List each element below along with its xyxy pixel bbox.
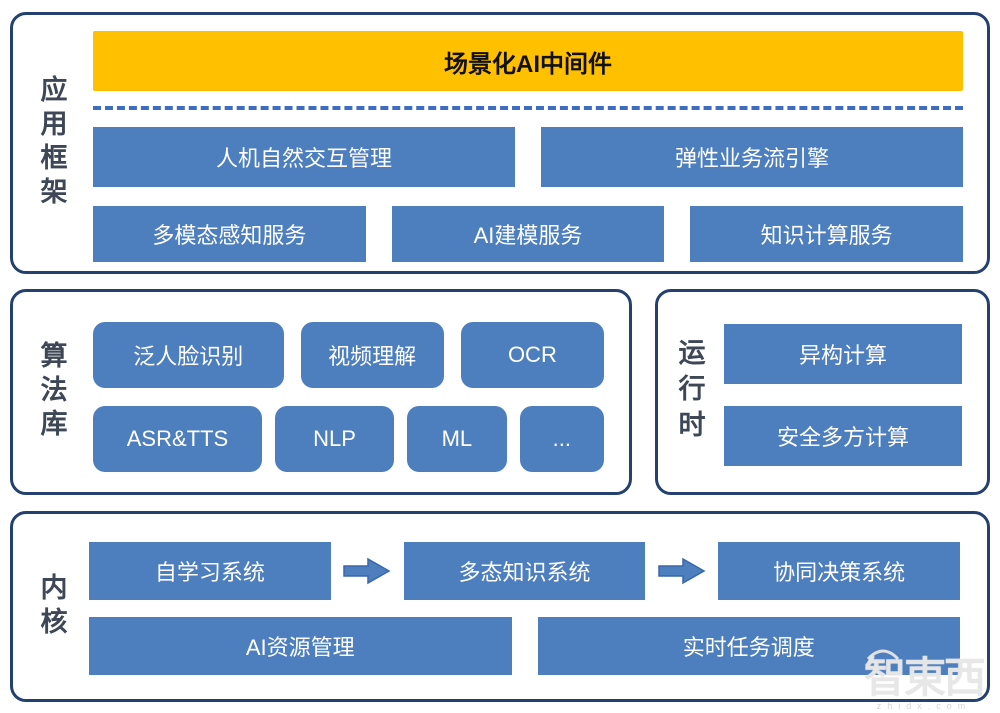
scenario-ai-middleware-banner: 场景化AI中间件 [93,31,963,91]
app-framework-row-2: 多模态感知服务 AI建模服务 知识计算服务 [93,206,964,262]
kernel-row-2: AI资源管理 实时任务调度 [89,617,960,675]
box-self-learning-system: 自学习系统 [89,542,331,600]
box-asr-tts: ASR&TTS [93,406,262,472]
algorithm-row-2: ASR&TTS NLP ML ... [93,406,604,472]
flow-arrow-1 [331,557,404,585]
box-human-machine-interaction-mgmt: 人机自然交互管理 [93,127,515,187]
right-arrow-icon [658,557,706,585]
box-knowledge-computing-service: 知识计算服务 [690,206,964,262]
algorithm-library-content: 泛人脸识别 视频理解 OCR ASR&TTS NLP ML ... [93,292,605,492]
box-nlp: NLP [274,406,395,472]
box-ellipsis-more: ... [519,406,604,472]
section-label-kernel: 内核 [36,572,67,641]
box-heterogeneous-computing: 异构计算 [724,324,962,384]
runtime-content: 异构计算 安全多方计算 [724,292,962,492]
box-ai-modeling-service: AI建模服务 [391,206,665,262]
section-kernel: 内核 自学习系统 多态知识系统 协同决策系统 AI资源管理 [10,511,990,702]
watermark-domain-text: zhidx.com [876,701,972,711]
box-ai-resource-management: AI资源管理 [89,617,512,675]
flow-arrow-2 [645,557,718,585]
section-runtime: 运行时 异构计算 安全多方计算 [655,289,990,495]
kernel-flow-row: 自学习系统 多态知识系统 协同决策系统 [89,542,961,600]
box-pan-face-recognition: 泛人脸识别 [93,322,284,388]
right-arrow-icon [343,557,391,585]
section-label-runtime: 运行时 [674,338,705,446]
box-ml: ML [407,406,507,472]
section-app-framework: 应用框架 场景化AI中间件 人机自然交互管理 弹性业务流引擎 多模态感知服务 A… [10,12,990,274]
section-algorithm-library: 算法库 泛人脸识别 视频理解 OCR ASR&TTS NLP ML ... [10,289,632,495]
section-label-algorithm-library: 算法库 [36,341,67,443]
box-video-understanding: 视频理解 [300,322,444,388]
dashed-divider [93,106,963,110]
app-framework-content: 场景化AI中间件 人机自然交互管理 弹性业务流引擎 多模态感知服务 AI建模服务… [93,15,964,271]
box-ocr: OCR [460,322,605,388]
section-label-app-framework: 应用框架 [36,75,67,211]
box-elastic-workflow-engine: 弹性业务流引擎 [541,127,963,187]
box-multimodal-perception-service: 多模态感知服务 [93,206,366,262]
box-realtime-task-scheduling: 实时任务调度 [537,617,960,675]
algorithm-row-1: 泛人脸识别 视频理解 OCR [93,322,605,388]
box-secure-multiparty-computing: 安全多方计算 [724,406,962,466]
app-framework-row-1: 人机自然交互管理 弹性业务流引擎 [93,127,963,187]
kernel-content: 自学习系统 多态知识系统 协同决策系统 AI资源管理 实时任务调度 [89,514,961,699]
box-collaborative-decision-system: 协同决策系统 [718,542,961,600]
box-polymorphic-knowledge-system: 多态知识系统 [403,542,646,600]
